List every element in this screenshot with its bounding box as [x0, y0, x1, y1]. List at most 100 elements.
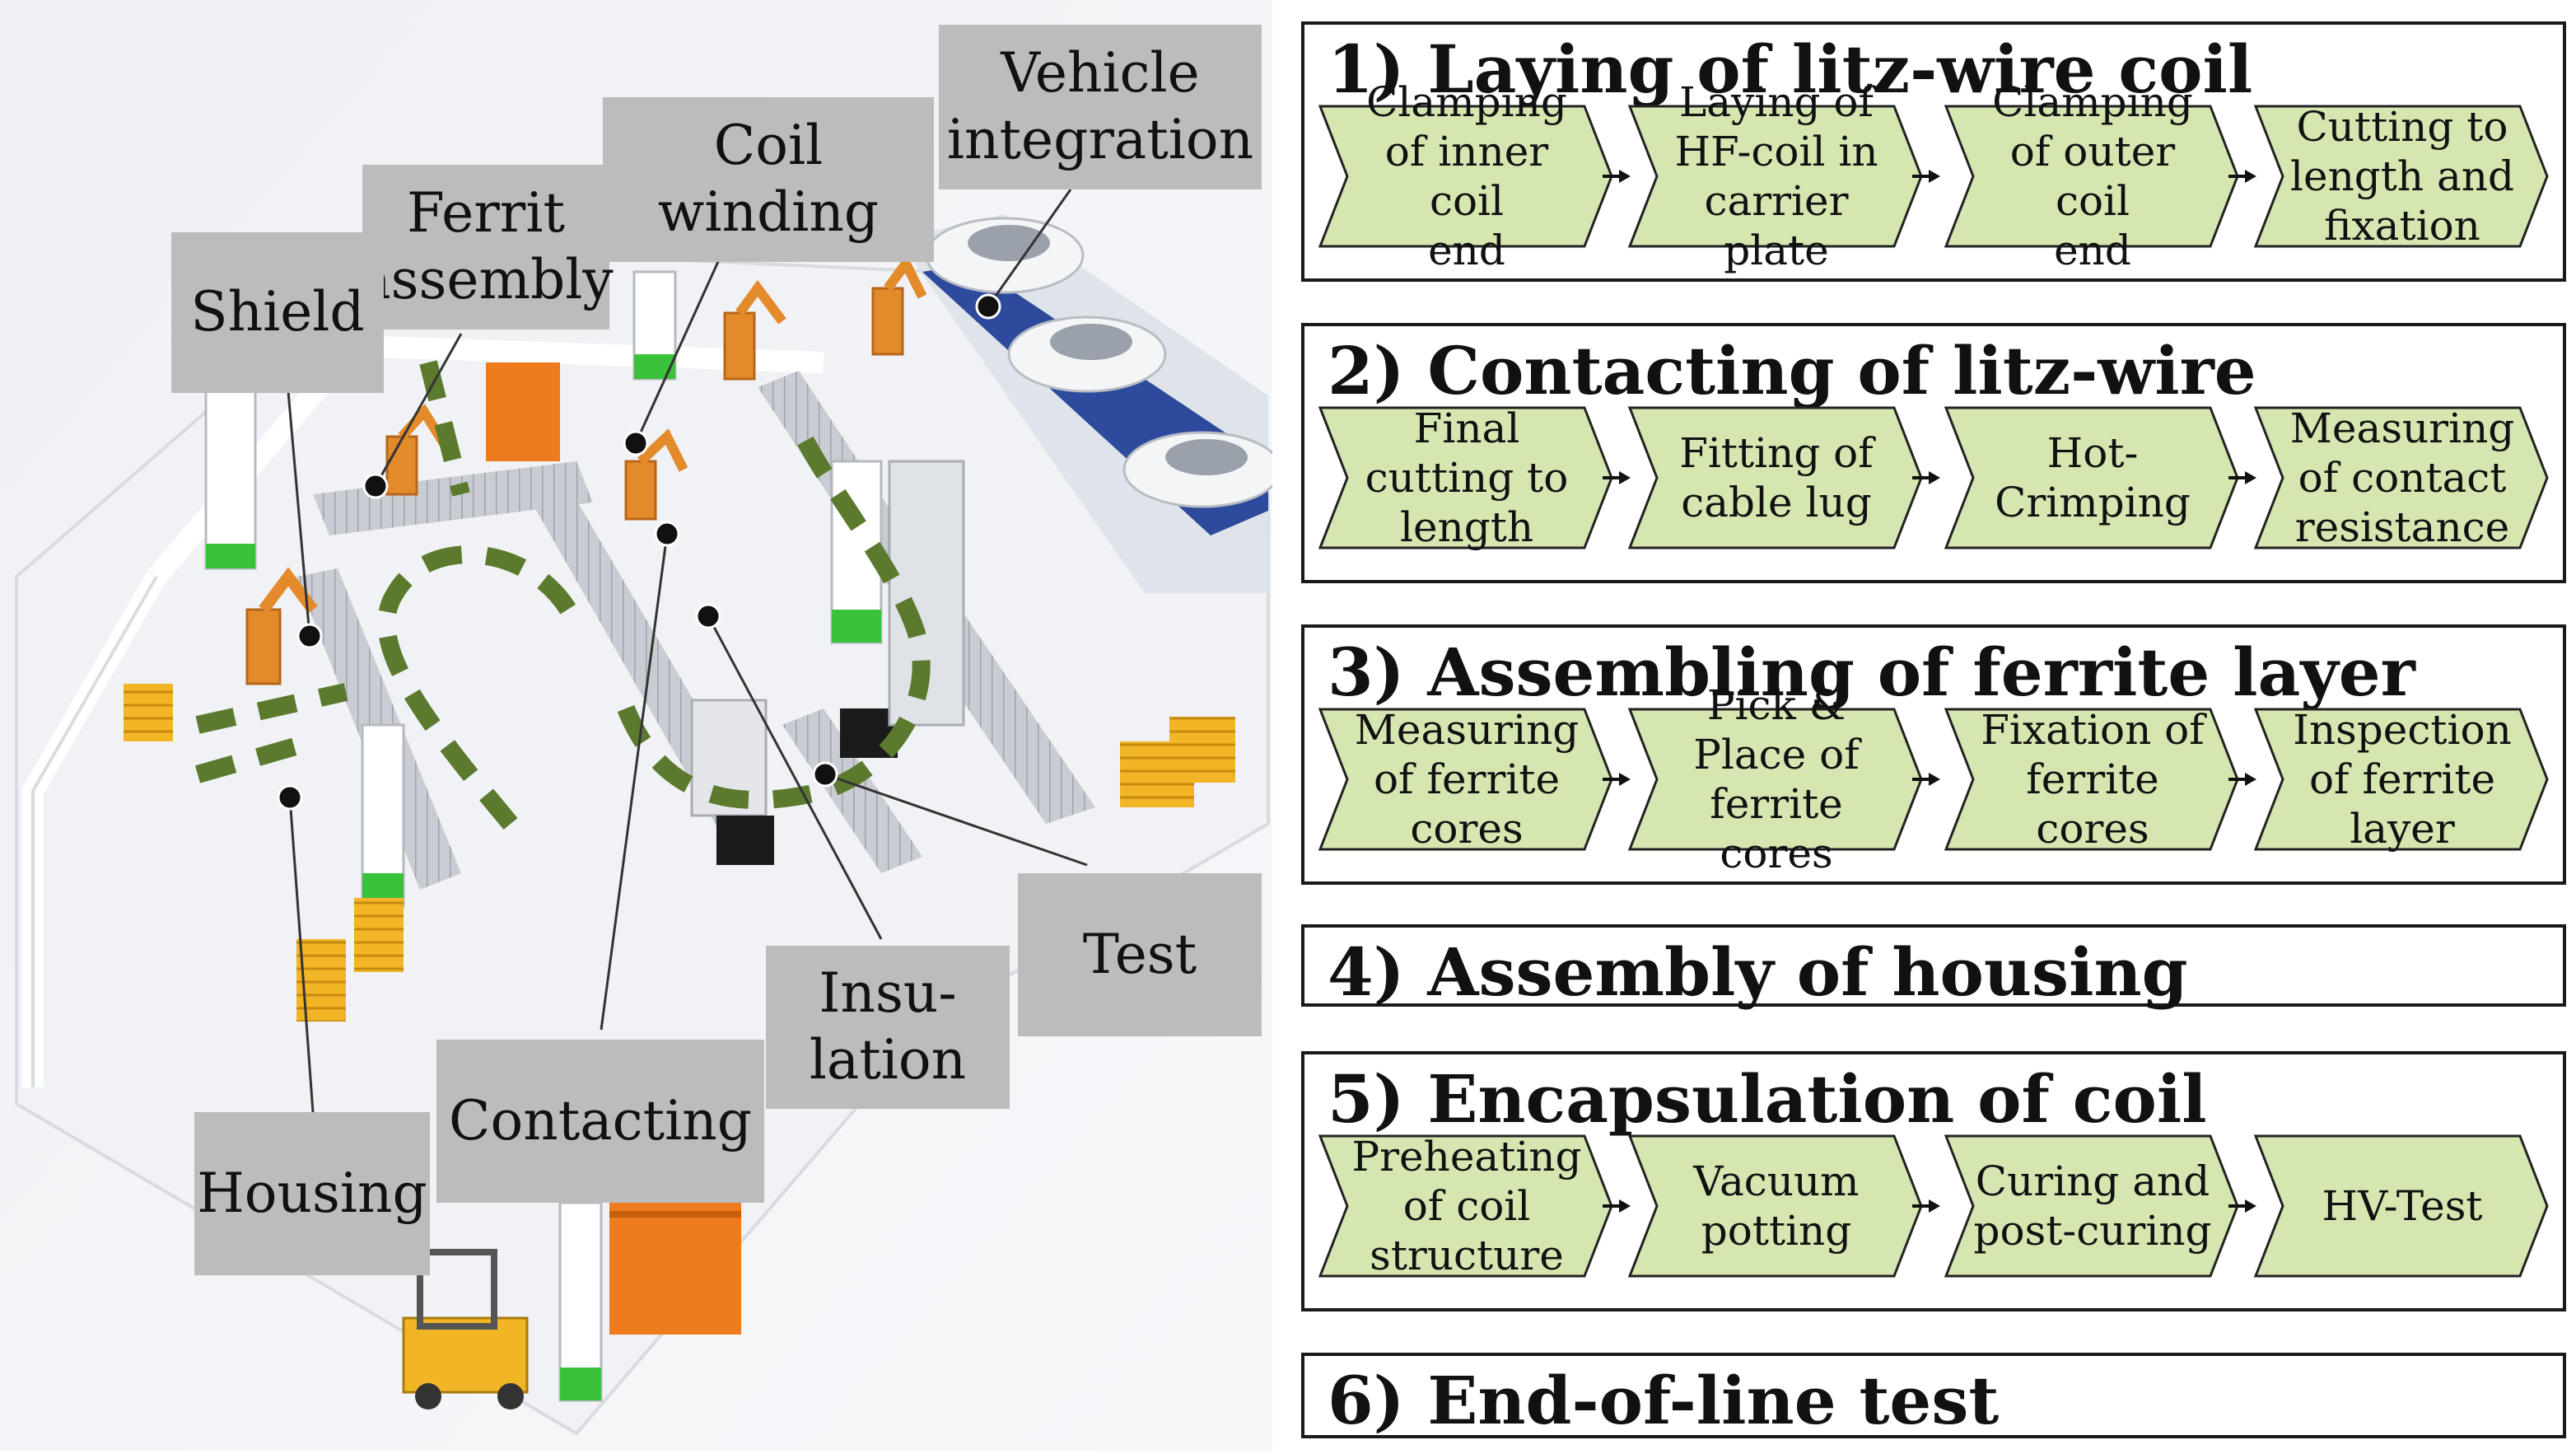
process-step: Measuring of ferrite cores [1318, 706, 1614, 853]
process-step-label: Curing and post-curing [1973, 1157, 2212, 1255]
arrow-right-icon [1603, 1196, 1631, 1216]
process-step-label: Inspection of ferrite layer [2293, 706, 2512, 853]
process-step: Preheating of coil structure [1318, 1133, 1614, 1279]
arrow-right-icon [1603, 769, 1631, 789]
arrow-right-icon [2228, 468, 2256, 488]
process-step-label: Clamping of outer coil end [1992, 78, 2193, 274]
callout-vehicle-integration: Vehicle integration [939, 25, 1262, 189]
callout-coil-winding: Coil winding [603, 97, 934, 262]
process-step-label: Vacuum potting [1693, 1157, 1860, 1255]
pillar-marker [206, 544, 255, 568]
car [1007, 316, 1167, 393]
section-title: 2) Contacting of litz-wire [1328, 332, 2256, 409]
callout-shield: Shield [171, 232, 384, 393]
chevron-shape [1627, 708, 1923, 851]
process-step-label: Final cutting to length [1365, 404, 1569, 551]
crate-edge [609, 1211, 741, 1218]
arrow-right-icon [1603, 468, 1631, 488]
chevron-shape [2253, 708, 2549, 851]
section-assembly-housing: 4) Assembly of housing [1301, 924, 2566, 1011]
pillar-marker [560, 1368, 601, 1400]
arrow-right-icon [2228, 166, 2256, 186]
chevron-shape [1318, 105, 1613, 248]
callout-insulation: Insu- lation [766, 946, 1010, 1109]
section-title: 5) Encapsulation of coil [1328, 1060, 2207, 1138]
process-step: Laying of HF-coil in carrier plate [1627, 78, 1924, 274]
arrow-right-icon [1603, 166, 1631, 186]
chevron-shape [1944, 105, 2239, 248]
process-step: Inspection of ferrite layer [2253, 706, 2550, 853]
cabinet [888, 460, 965, 727]
process-step: Fixation of ferrite cores [1944, 706, 2240, 853]
process-step: HV-Test [2253, 1134, 2550, 1279]
process-step-label: Fitting of cable lug [1679, 429, 1874, 526]
chevron-shape [1944, 708, 2239, 851]
process-step-label: Pick & Place of ferrite cores [1693, 681, 1860, 877]
conveyor [782, 708, 922, 873]
leader-lines [287, 189, 1088, 1113]
section-title: 4) Assembly of housing [1328, 933, 2188, 1011]
factory-layout-illustration: Vehicle integration Coil winding Ferrit … [0, 0, 1282, 1451]
callout-ferrit-assembly: Ferrit assembly [358, 165, 614, 330]
callout-test: Test [1018, 873, 1262, 1036]
process-step: Clamping of outer coil end [1944, 78, 2240, 274]
process-step: Vacuum potting [1627, 1134, 1924, 1279]
forklift [402, 1249, 529, 1410]
pallet [124, 684, 173, 741]
section-title: 1) Laying of litz-wire coil [1328, 30, 2253, 108]
chevron-shape [1627, 105, 1923, 248]
pillar-marker [832, 610, 881, 643]
process-step: Final cutting to length [1318, 404, 1614, 551]
chevron-shape [1944, 1134, 2239, 1278]
chevron-shape [1318, 1134, 1613, 1278]
chevron-shape [2253, 105, 2549, 248]
arrow-right-icon [2228, 769, 2256, 789]
chevron-shape [2253, 406, 2549, 549]
car [925, 217, 1085, 294]
callout-markers [277, 293, 1001, 811]
process-step-label: Clamping of inner coil end [1366, 78, 1567, 274]
wall-edge [31, 576, 158, 1087]
arrow-right-icon [2228, 1196, 2256, 1216]
process-step-label: HV-Test [2322, 1182, 2483, 1230]
chevron-shape [1318, 406, 1613, 549]
process-step-label: Laying of HF-coil in carrier plate [1674, 78, 1878, 274]
process-step: Clamping of inner coil end [1318, 78, 1614, 274]
process-step: Pick & Place of ferrite cores [1627, 681, 1924, 877]
process-step: Hot- Crimping [1944, 405, 2240, 550]
callout-housing: Housing [194, 1112, 430, 1275]
process-step: Cutting to length and fixation [2253, 103, 2550, 250]
process-step-label: Preheating of coil structure [1351, 1133, 1582, 1279]
process-step-label: Measuring of ferrite cores [1354, 706, 1580, 853]
process-step: Fitting of cable lug [1627, 405, 1924, 550]
chevron-shape [2253, 1134, 2549, 1278]
section-title: 3) Assembling of ferrite layer [1328, 633, 2415, 711]
process-step-label: Fixation of ferrite cores [1981, 706, 2205, 853]
pallet [354, 898, 404, 972]
section-title: 6) End-of-line test [1328, 1362, 2000, 1439]
chevron-shape [1318, 708, 1613, 851]
process-step-label: Hot- Crimping [1995, 429, 2191, 526]
process-step-label: Measuring of contact resistance [2289, 404, 2515, 551]
chevron-shape [1627, 406, 1923, 549]
chevron-shape [1944, 406, 2239, 549]
arrow-right-icon [1912, 1196, 1940, 1216]
crate [486, 362, 560, 461]
pallet [1169, 717, 1235, 783]
arrow-right-icon [1912, 166, 1940, 186]
robot-arm [245, 254, 927, 685]
arrow-right-icon [1912, 769, 1940, 789]
callout-contacting: Contacting [436, 1040, 764, 1203]
process-step: Curing and post-curing [1944, 1134, 2240, 1279]
car [1122, 431, 1282, 508]
arrow-right-icon [1912, 468, 1940, 488]
chevron-shape [1627, 1134, 1923, 1278]
process-step: Measuring of contact resistance [2253, 404, 2550, 551]
crate [609, 1203, 741, 1335]
machine-tray [716, 816, 774, 865]
section-end-of-line-test: 6) End-of-line test [1301, 1353, 2566, 1439]
process-step-label: Cutting to length and fixation [2290, 103, 2514, 250]
pillar [204, 386, 257, 570]
pillar-marker [634, 354, 675, 379]
conveyor [313, 461, 593, 535]
